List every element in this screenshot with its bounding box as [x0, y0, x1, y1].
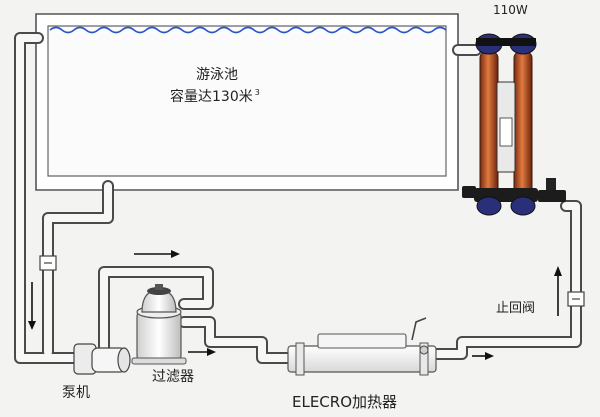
pool-basin	[35, 13, 459, 191]
inline-valve-left	[39, 255, 57, 271]
pump-label: 泵机	[62, 385, 90, 401]
pool-name-label: 游泳池	[196, 67, 238, 83]
check-valve	[567, 291, 585, 307]
flow-arrow-up	[554, 266, 562, 316]
electric-heater	[287, 317, 437, 376]
flow-arrow-right-top	[134, 250, 180, 258]
flow-arrow-down	[28, 282, 36, 330]
check-valve-label: 止回阀	[496, 301, 536, 316]
flow-arrow-right-filter	[188, 348, 216, 356]
heater-label: ELECRO加热器	[292, 393, 398, 411]
flow-arrows	[28, 250, 562, 360]
pipe-network	[14, 32, 582, 364]
flow-arrow-right-heater-out	[472, 352, 494, 360]
pool-capacity-superscript: 3	[254, 88, 260, 98]
water-surface-wave	[49, 26, 447, 34]
pump	[73, 343, 131, 375]
uv-sterilizer	[462, 33, 566, 216]
pool-capacity-text: 容量达130米	[170, 89, 253, 105]
filter-label: 过滤器	[152, 369, 194, 385]
sand-filter	[131, 284, 187, 365]
uv-wattage-label: 110W	[493, 3, 528, 17]
